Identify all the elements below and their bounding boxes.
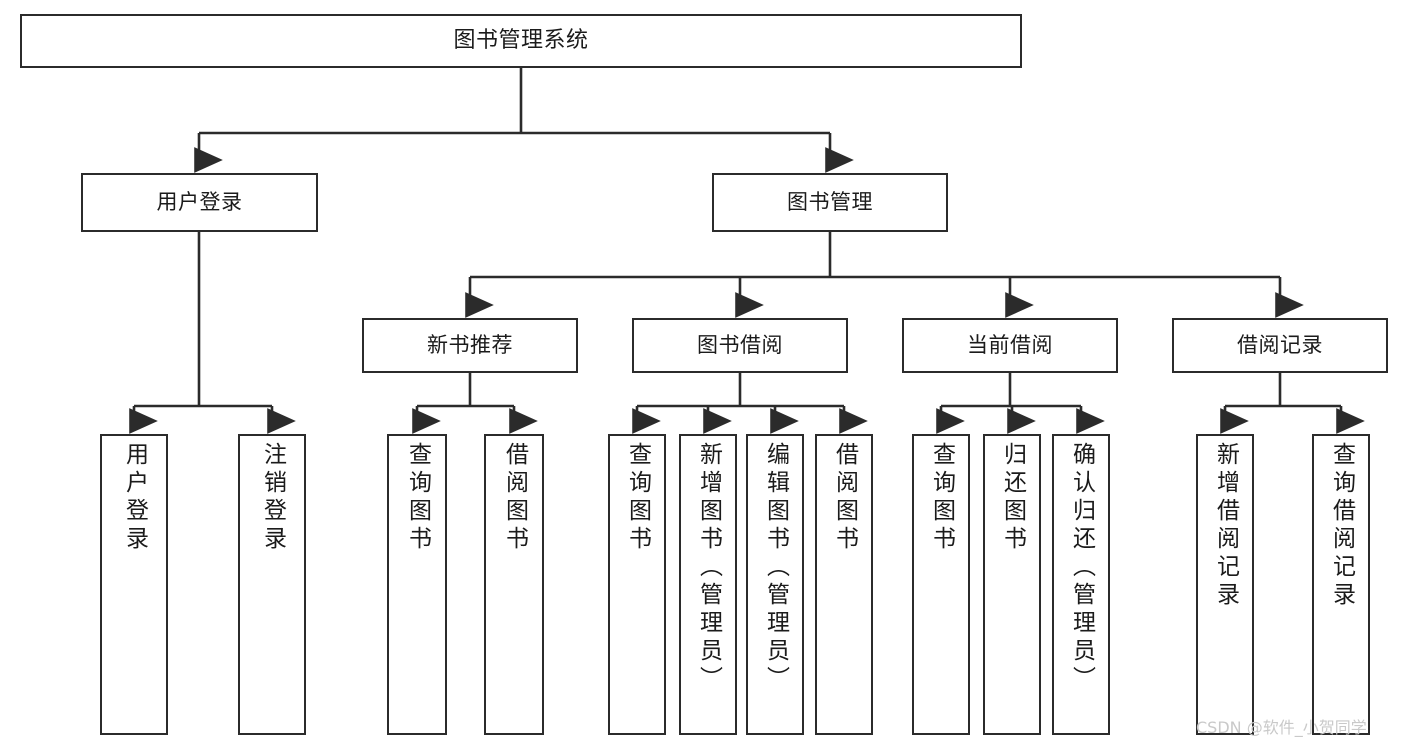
leaf-add-book[interactable]: 新增图书（管理员） xyxy=(679,434,737,735)
leaf-add-book-label: 新增图书（管理员） xyxy=(695,442,722,694)
leaf-borrow-book-2-label: 借阅图书 xyxy=(831,442,858,554)
leaf-confirm-return-label: 确认归还（管理员） xyxy=(1068,442,1095,694)
leaf-confirm-return[interactable]: 确认归还（管理员） xyxy=(1052,434,1110,735)
leaf-query-book-3[interactable]: 查询图书 xyxy=(912,434,970,735)
leaf-borrow-book-1-label: 借阅图书 xyxy=(501,442,528,554)
leaf-borrow-book-1[interactable]: 借阅图书 xyxy=(484,434,544,735)
leaf-query-record[interactable]: 查询借阅记录 xyxy=(1312,434,1370,735)
leaf-edit-book-label: 编辑图书（管理员） xyxy=(762,442,789,694)
node-book-borrow-label: 图书借阅 xyxy=(697,333,783,358)
leaf-edit-book[interactable]: 编辑图书（管理员） xyxy=(746,434,804,735)
leaf-return-book-label: 归还图书 xyxy=(999,442,1026,554)
node-borrow-record[interactable]: 借阅记录 xyxy=(1172,318,1388,373)
node-book-borrow[interactable]: 图书借阅 xyxy=(632,318,848,373)
leaf-user-logout-label: 注销登录 xyxy=(259,442,286,554)
node-new-book-rec-label: 新书推荐 xyxy=(427,333,513,358)
leaf-query-record-label: 查询借阅记录 xyxy=(1328,442,1355,610)
leaf-return-book[interactable]: 归还图书 xyxy=(983,434,1041,735)
leaf-borrow-book-2[interactable]: 借阅图书 xyxy=(815,434,873,735)
node-user-login[interactable]: 用户登录 xyxy=(81,173,318,232)
leaf-query-book-1-label: 查询图书 xyxy=(404,442,431,554)
node-borrow-record-label: 借阅记录 xyxy=(1237,333,1323,358)
node-book-manage[interactable]: 图书管理 xyxy=(712,173,948,232)
node-root[interactable]: 图书管理系统 xyxy=(20,14,1022,68)
csdn-watermark: CSDN @软件_小贺同学 xyxy=(1196,718,1367,737)
leaf-user-login-label: 用户登录 xyxy=(121,442,148,554)
leaf-query-book-1[interactable]: 查询图书 xyxy=(387,434,447,735)
node-new-book-rec[interactable]: 新书推荐 xyxy=(362,318,578,373)
leaf-query-book-3-label: 查询图书 xyxy=(928,442,955,554)
leaf-query-book-2[interactable]: 查询图书 xyxy=(608,434,666,735)
leaf-query-book-2-label: 查询图书 xyxy=(624,442,651,554)
node-user-login-label: 用户登录 xyxy=(156,190,243,215)
leaf-add-record-label: 新增借阅记录 xyxy=(1212,442,1239,610)
node-current-borrow-label: 当前借阅 xyxy=(967,333,1053,358)
node-current-borrow[interactable]: 当前借阅 xyxy=(902,318,1118,373)
node-root-label: 图书管理系统 xyxy=(453,28,589,54)
leaf-user-login[interactable]: 用户登录 xyxy=(100,434,168,735)
leaf-add-record[interactable]: 新增借阅记录 xyxy=(1196,434,1254,735)
leaf-user-logout[interactable]: 注销登录 xyxy=(238,434,306,735)
node-book-manage-label: 图书管理 xyxy=(787,190,873,215)
